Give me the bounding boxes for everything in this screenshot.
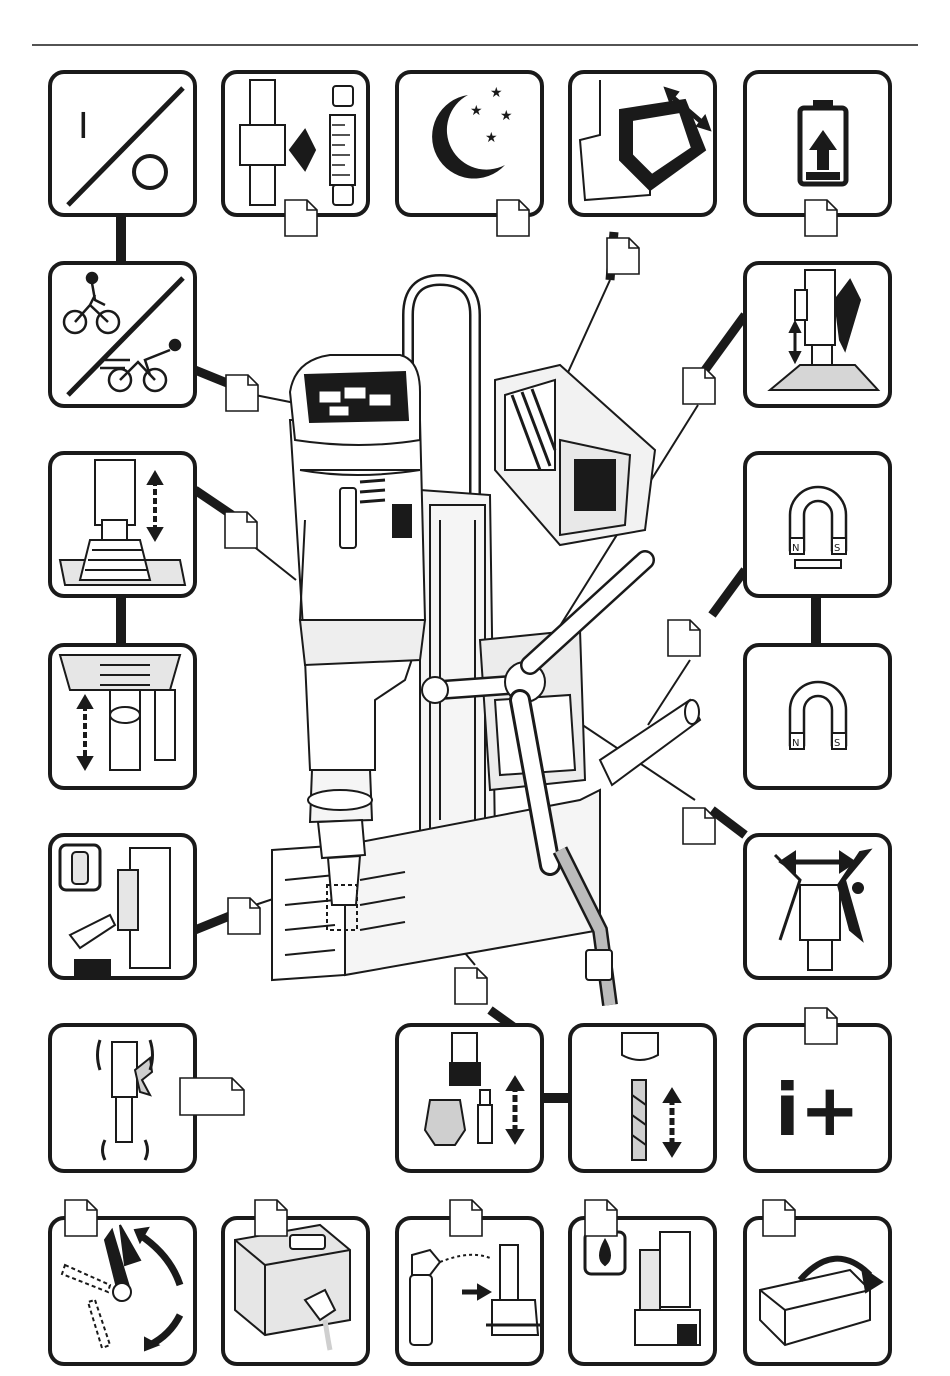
tile-handle-adjust	[50, 1025, 244, 1171]
svg-text:★: ★	[485, 130, 498, 146]
magnetic-drill-illustration	[272, 280, 700, 1005]
magnet-north-label: N	[792, 543, 799, 554]
tile-gear-speed	[50, 263, 195, 406]
magnet-south-label: S	[834, 543, 840, 554]
tile-battery-insert	[570, 72, 715, 274]
tile-magnet-on: N S	[668, 453, 890, 656]
info-plus-icon: i+	[775, 1068, 860, 1152]
tile-chip-guard-up	[50, 453, 257, 596]
magnet-off-north-label: N	[792, 738, 799, 749]
tile-handle-side-switch	[683, 808, 890, 978]
tile-feed-height	[745, 263, 890, 406]
tile-spray-clean	[397, 1200, 542, 1364]
tile-night-mode: ★★★★	[397, 72, 542, 236]
svg-text:★: ★	[470, 103, 483, 119]
magnet-off-south-label: S	[834, 738, 840, 749]
tile-speed-scale	[223, 72, 368, 236]
tile-cutting-oil	[570, 1200, 715, 1364]
tile-info: i+	[745, 1008, 890, 1171]
svg-text:★: ★	[500, 108, 513, 124]
tile-storage-case	[745, 1200, 890, 1364]
tile-battery-charge	[745, 72, 890, 236]
tile-on-off: I	[50, 72, 195, 215]
on-symbol: I	[78, 106, 89, 147]
tile-handle-rotate	[50, 1200, 195, 1364]
tile-chip-guard-down	[50, 645, 195, 788]
tile-coolant-canister	[223, 1200, 368, 1364]
tile-drill-bit-insert	[570, 1025, 715, 1171]
svg-text:★: ★	[490, 85, 503, 101]
tile-lubricant	[50, 835, 260, 978]
tile-magnet-off: N S	[745, 645, 890, 788]
battery-charge-icon	[800, 100, 846, 184]
tile-tool-holder	[397, 968, 542, 1171]
